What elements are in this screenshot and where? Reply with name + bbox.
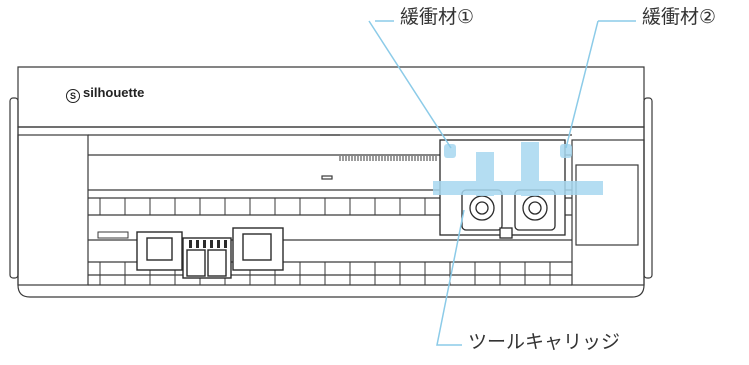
cushion-band-horizontal — [433, 181, 603, 195]
left-side-bumper — [9, 97, 19, 279]
callout-cushion-2: 緩衝材② — [642, 6, 717, 28]
cushion-band-left — [476, 152, 494, 196]
leader-line-cushion-1 — [368, 20, 452, 149]
left-end-housing — [17, 134, 89, 286]
callout-cushion-1: 緩衝材① — [400, 6, 475, 28]
pinch-roller-right — [207, 249, 227, 277]
right-side-panel — [575, 164, 639, 246]
right-side-bumper — [643, 97, 653, 279]
cushion-1-marker — [444, 144, 456, 158]
cutting-strip-ticks — [339, 156, 437, 161]
callout-tool-carriage: ツールキャリッジ — [468, 331, 621, 353]
left-roller-inner — [146, 237, 173, 261]
control-slot — [97, 231, 129, 239]
brand-name: silhouette — [83, 85, 145, 100]
leader-line-carriage — [436, 209, 465, 346]
leader-line-cushion-2 — [565, 20, 599, 149]
silhouette-logo-icon: S — [66, 89, 80, 103]
cushion-2-marker — [560, 144, 572, 158]
right-roller-inner — [242, 233, 272, 261]
cushion-band-right — [521, 142, 539, 196]
right-end-housing — [571, 139, 645, 286]
machine-body — [17, 126, 645, 298]
pinch-roller-left — [186, 249, 206, 277]
